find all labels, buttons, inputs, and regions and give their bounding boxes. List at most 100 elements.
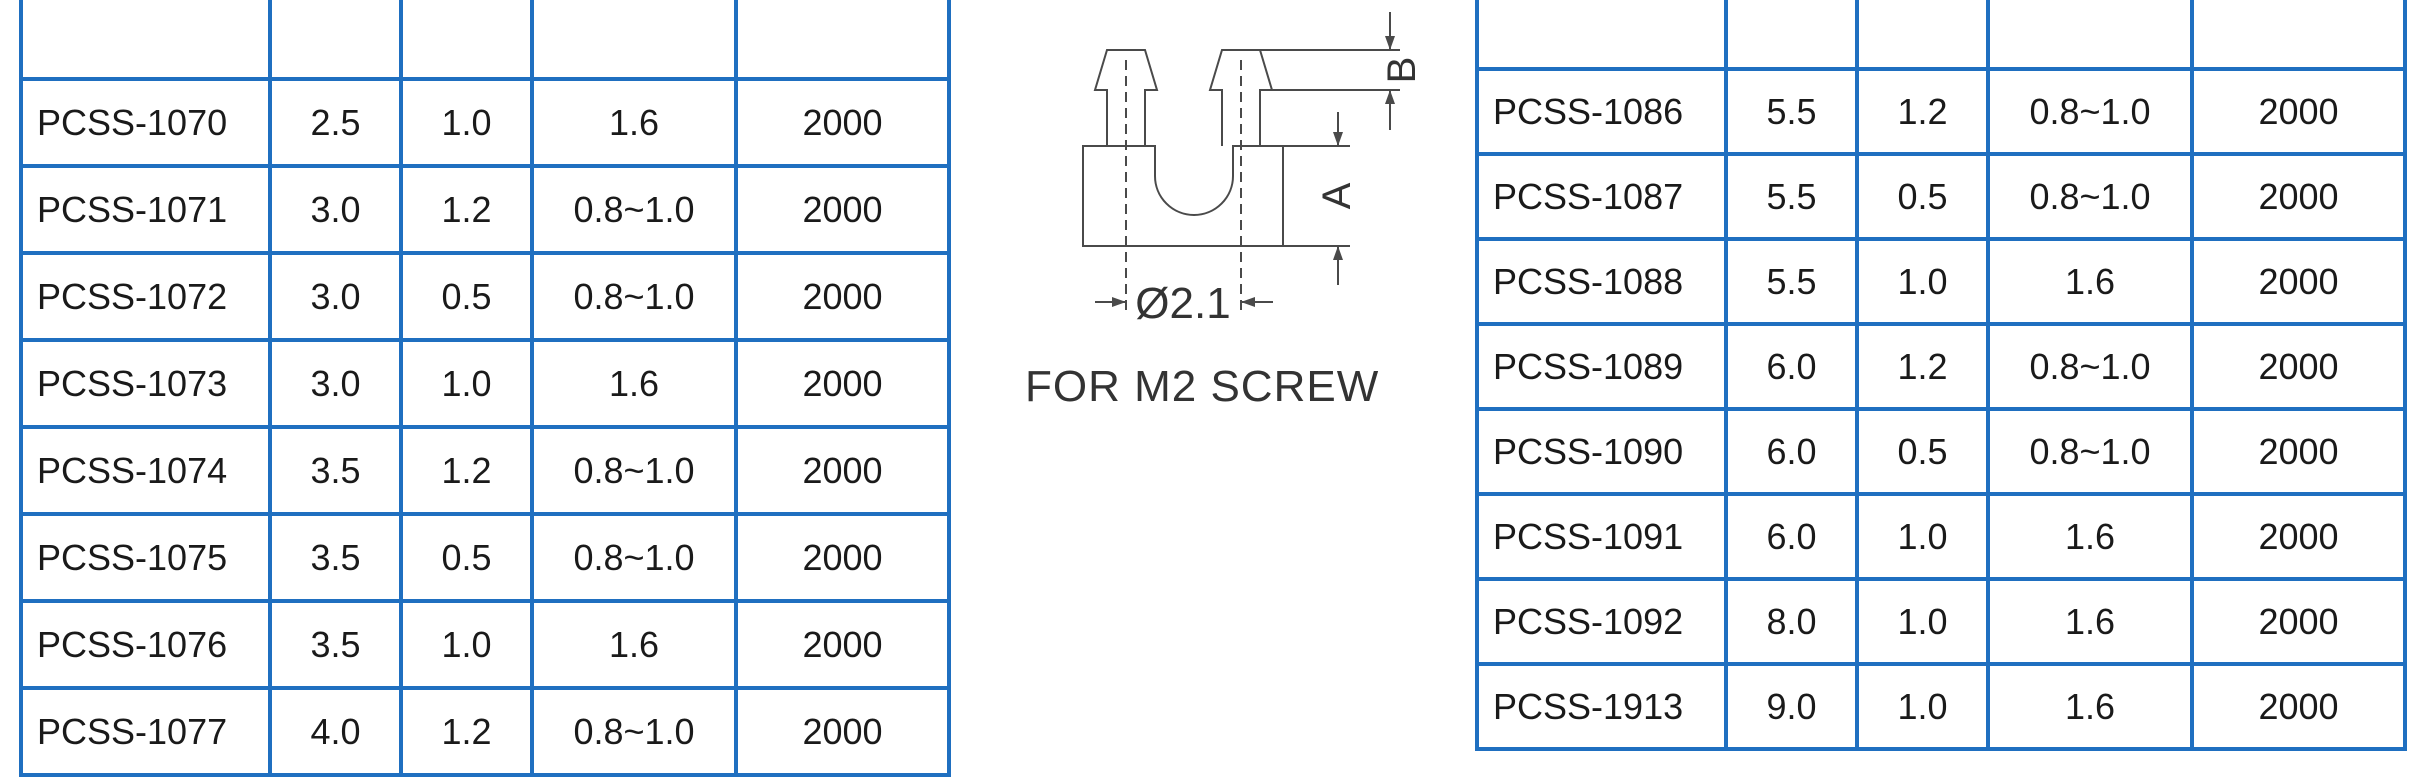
spec-cell: 0.8~1.0: [530, 164, 738, 255]
part-number-cell: PCSS-1071: [19, 164, 272, 255]
spec-cell: 2000: [734, 425, 951, 516]
spec-cell: 2000: [2190, 67, 2407, 156]
spec-cell: 2000: [2190, 577, 2407, 666]
spec-cell: 2000: [734, 251, 951, 342]
spec-cell: 2000: [734, 338, 951, 429]
spec-cell: 1.0: [1855, 662, 1990, 751]
spec-cell: 3.0: [268, 164, 403, 255]
spec-cell: 1.0: [1855, 577, 1990, 666]
spacer-outline: [1082, 145, 1284, 247]
spec-cell: 3.5: [268, 599, 403, 690]
arrowhead: [1333, 246, 1343, 260]
table-row: [1475, 0, 2407, 71]
spec-cell: 2000: [734, 512, 951, 603]
spec-cell: 1.0: [399, 338, 534, 429]
spec-cell: 0.5: [399, 512, 534, 603]
spec-cell: 1.6: [1986, 577, 2194, 666]
spec-cell: 5.5: [1724, 237, 1859, 326]
spec-cell: 3.5: [268, 425, 403, 516]
spec-cell: 1.6: [530, 338, 738, 429]
part-number-cell: PCSS-1090: [1475, 407, 1728, 496]
spec-cell: 1.2: [1855, 322, 1990, 411]
spec-cell: [399, 0, 534, 81]
spec-cell: 1.0: [1855, 237, 1990, 326]
spec-cell: 0.8~1.0: [530, 686, 738, 777]
part-number-cell: PCSS-1088: [1475, 237, 1728, 326]
spec-cell: 3.0: [268, 338, 403, 429]
spacer-dimension-drawing: B A Ø2.1: [1082, 12, 1424, 328]
spec-cell: [734, 0, 951, 81]
spec-cell: [530, 0, 738, 81]
part-number-cell: PCSS-1073: [19, 338, 272, 429]
spec-cell: 1.2: [399, 686, 534, 777]
spec-cell: 2000: [2190, 662, 2407, 751]
spec-cell: 2.5: [268, 77, 403, 168]
part-number-cell: PCSS-1092: [1475, 577, 1728, 666]
spec-cell: 2000: [734, 599, 951, 690]
spec-cell: 0.8~1.0: [530, 251, 738, 342]
spec-cell: 0.8~1.0: [1986, 67, 2194, 156]
arrowhead: [1112, 297, 1126, 307]
spec-cell: [268, 0, 403, 81]
spec-cell: [2190, 0, 2407, 71]
part-number-cell: PCSS-1076: [19, 599, 272, 690]
part-number-cell: PCSS-1087: [1475, 152, 1728, 241]
spec-cell: 1.6: [1986, 662, 2194, 751]
spec-cell: 5.5: [1724, 152, 1859, 241]
part-number-cell: PCSS-1086: [1475, 67, 1728, 156]
part-number-cell: [19, 0, 272, 81]
arrowhead: [1241, 297, 1255, 307]
part-number-cell: PCSS-1091: [1475, 492, 1728, 581]
part-number-cell: PCSS-1913: [1475, 662, 1728, 751]
spec-cell: 0.8~1.0: [1986, 322, 2194, 411]
spec-cell: 3.0: [268, 251, 403, 342]
left-post: [1093, 49, 1159, 146]
arrowhead: [1333, 132, 1343, 146]
spec-cell: 0.8~1.0: [530, 425, 738, 516]
spec-cell: 9.0: [1724, 662, 1859, 751]
arrowhead: [1385, 90, 1395, 104]
spec-cell: 2000: [2190, 152, 2407, 241]
spec-cell: 8.0: [1724, 577, 1859, 666]
spec-cell: 2000: [734, 164, 951, 255]
part-number-cell: PCSS-1070: [19, 77, 272, 168]
part-number-cell: PCSS-1077: [19, 686, 272, 777]
spec-cell: 1.0: [1855, 492, 1990, 581]
spec-cell: 6.0: [1724, 492, 1859, 581]
spec-cell: [1986, 0, 2194, 71]
part-number-cell: PCSS-1072: [19, 251, 272, 342]
spec-cell: 2000: [2190, 407, 2407, 496]
part-number-cell: PCSS-1075: [19, 512, 272, 603]
dimension-b-label: B: [1380, 57, 1424, 84]
spec-cell: 6.0: [1724, 322, 1859, 411]
arrowhead: [1385, 36, 1395, 50]
part-number-cell: PCSS-1089: [1475, 322, 1728, 411]
spec-cell: 2000: [734, 686, 951, 777]
spec-cell: 0.8~1.0: [1986, 152, 2194, 241]
spec-cell: 0.5: [399, 251, 534, 342]
table-row: [19, 0, 951, 81]
spec-cell: 1.6: [1986, 237, 2194, 326]
spec-cell: 1.2: [1855, 67, 1990, 156]
spec-cell: 1.6: [530, 599, 738, 690]
spec-cell: 2000: [2190, 492, 2407, 581]
